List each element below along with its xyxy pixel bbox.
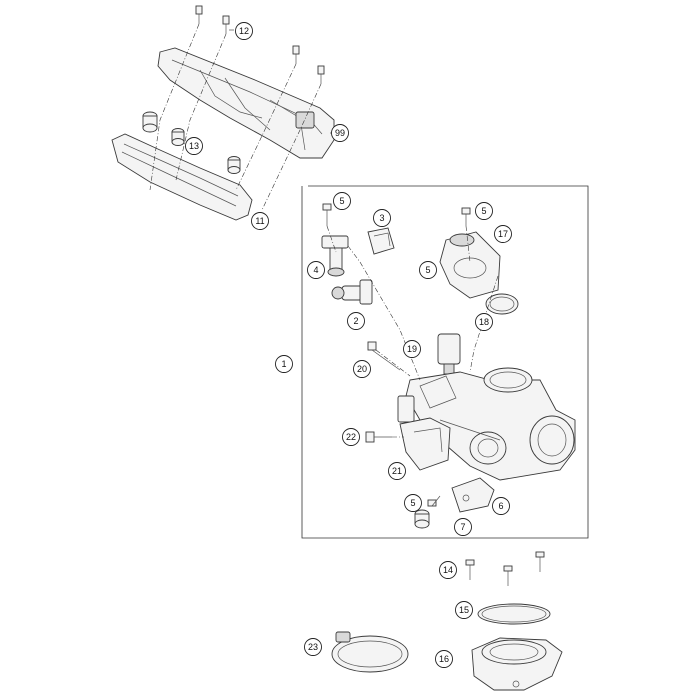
spacer-part-7 (414, 509, 430, 529)
callout-circle (419, 261, 437, 279)
callout-c16: 16 (435, 650, 453, 668)
callout-circle (492, 497, 510, 515)
callout-c14: 14 (439, 561, 457, 579)
callout-circle (475, 202, 493, 220)
throttle-body-part-1 (350, 367, 576, 481)
callout-circle (439, 561, 457, 579)
callout-label: 5 (425, 265, 430, 275)
callout-c11: 11 (251, 212, 269, 230)
callout-c1: 1 (275, 355, 293, 373)
assembly-1-frame (301, 185, 589, 539)
callout-c21: 21 (388, 462, 406, 480)
callout-label: 22 (346, 432, 356, 442)
callout-c4: 4 (307, 261, 325, 279)
spacers-part-13 (142, 111, 241, 174)
screw-5-top (322, 203, 332, 226)
callout-label: 20 (357, 364, 367, 374)
callout-label: 23 (308, 642, 318, 652)
callout-c5a: 5 (333, 192, 351, 210)
callout-circle (353, 360, 371, 378)
callout-circle (404, 494, 422, 512)
callout-circle (331, 124, 349, 142)
callout-c23: 23 (304, 638, 322, 656)
bracket-part-6 (451, 477, 495, 513)
callout-circle (307, 261, 325, 279)
screw-5-right (461, 207, 471, 226)
callout-c13: 13 (185, 137, 203, 155)
callout-label: 3 (379, 213, 384, 223)
callout-circle (403, 340, 421, 358)
callout-c12: 12 (235, 22, 253, 40)
callout-circle (373, 209, 391, 227)
callout-label: 7 (460, 522, 465, 532)
screw-part-22 (365, 431, 392, 443)
callout-label: 1 (281, 359, 286, 369)
callout-label: 12 (239, 26, 249, 36)
callout-c15: 15 (455, 601, 473, 619)
callout-label: 21 (392, 466, 402, 476)
callout-c7: 7 (454, 518, 472, 536)
callout-circle (494, 225, 512, 243)
callout-label: 2 (353, 316, 358, 326)
callout-c22: 22 (342, 428, 360, 446)
callout-circle (333, 192, 351, 210)
callout-circle (475, 313, 493, 331)
callout-label: 4 (313, 265, 318, 275)
o-ring-part-15 (477, 603, 551, 625)
callout-label: 18 (479, 317, 489, 327)
callout-label: 15 (459, 605, 469, 615)
injector-cap-part-2 (331, 279, 373, 305)
callout-c5d: 5 (404, 494, 422, 512)
callout-c99: 99 (331, 124, 349, 142)
callout-circle (435, 650, 453, 668)
callout-c6: 6 (492, 497, 510, 515)
hose-clamp-part-23 (331, 631, 409, 673)
callout-label: 16 (439, 654, 449, 664)
callout-label: 99 (335, 128, 345, 138)
injector-part-4 (321, 235, 349, 277)
callout-circle (185, 137, 203, 155)
callout-circle (235, 22, 253, 40)
callout-c5b: 5 (475, 202, 493, 220)
callout-c20: 20 (353, 360, 371, 378)
callout-label: 14 (443, 565, 453, 575)
callout-c19: 19 (403, 340, 421, 358)
callout-c2: 2 (347, 312, 365, 330)
callout-label: 5 (410, 498, 415, 508)
callout-label: 19 (407, 344, 417, 354)
callout-label: 13 (189, 141, 199, 151)
callout-label: 6 (498, 501, 503, 511)
intake-bracket-part-99 (157, 47, 335, 159)
callout-circle (251, 212, 269, 230)
callout-circle (388, 462, 406, 480)
callout-label: 5 (339, 196, 344, 206)
callout-circle (454, 518, 472, 536)
intake-flange-part-16 (471, 637, 563, 691)
screws-part-12 (195, 5, 325, 84)
idle-valve-part-17 (439, 231, 501, 299)
callout-circle (342, 428, 360, 446)
callout-c17: 17 (494, 225, 512, 243)
callout-label: 17 (498, 229, 508, 239)
callout-c5c: 5 (419, 261, 437, 279)
callout-c18: 18 (475, 313, 493, 331)
callout-circle (304, 638, 322, 656)
callout-label: 5 (481, 206, 486, 216)
callout-circle (455, 601, 473, 619)
callout-circle (347, 312, 365, 330)
screw-5-bottom (427, 495, 441, 507)
callout-label: 11 (255, 216, 264, 226)
throttle-sensor-part-21 (397, 395, 451, 471)
callout-circle (275, 355, 293, 373)
callout-c3: 3 (373, 209, 391, 227)
gasket-plate-part-11 (111, 133, 253, 221)
screw-part-20 (367, 341, 401, 371)
screws-part-14 (465, 551, 545, 586)
clip-part-3 (367, 227, 395, 255)
sensor-part-19 (437, 333, 461, 375)
